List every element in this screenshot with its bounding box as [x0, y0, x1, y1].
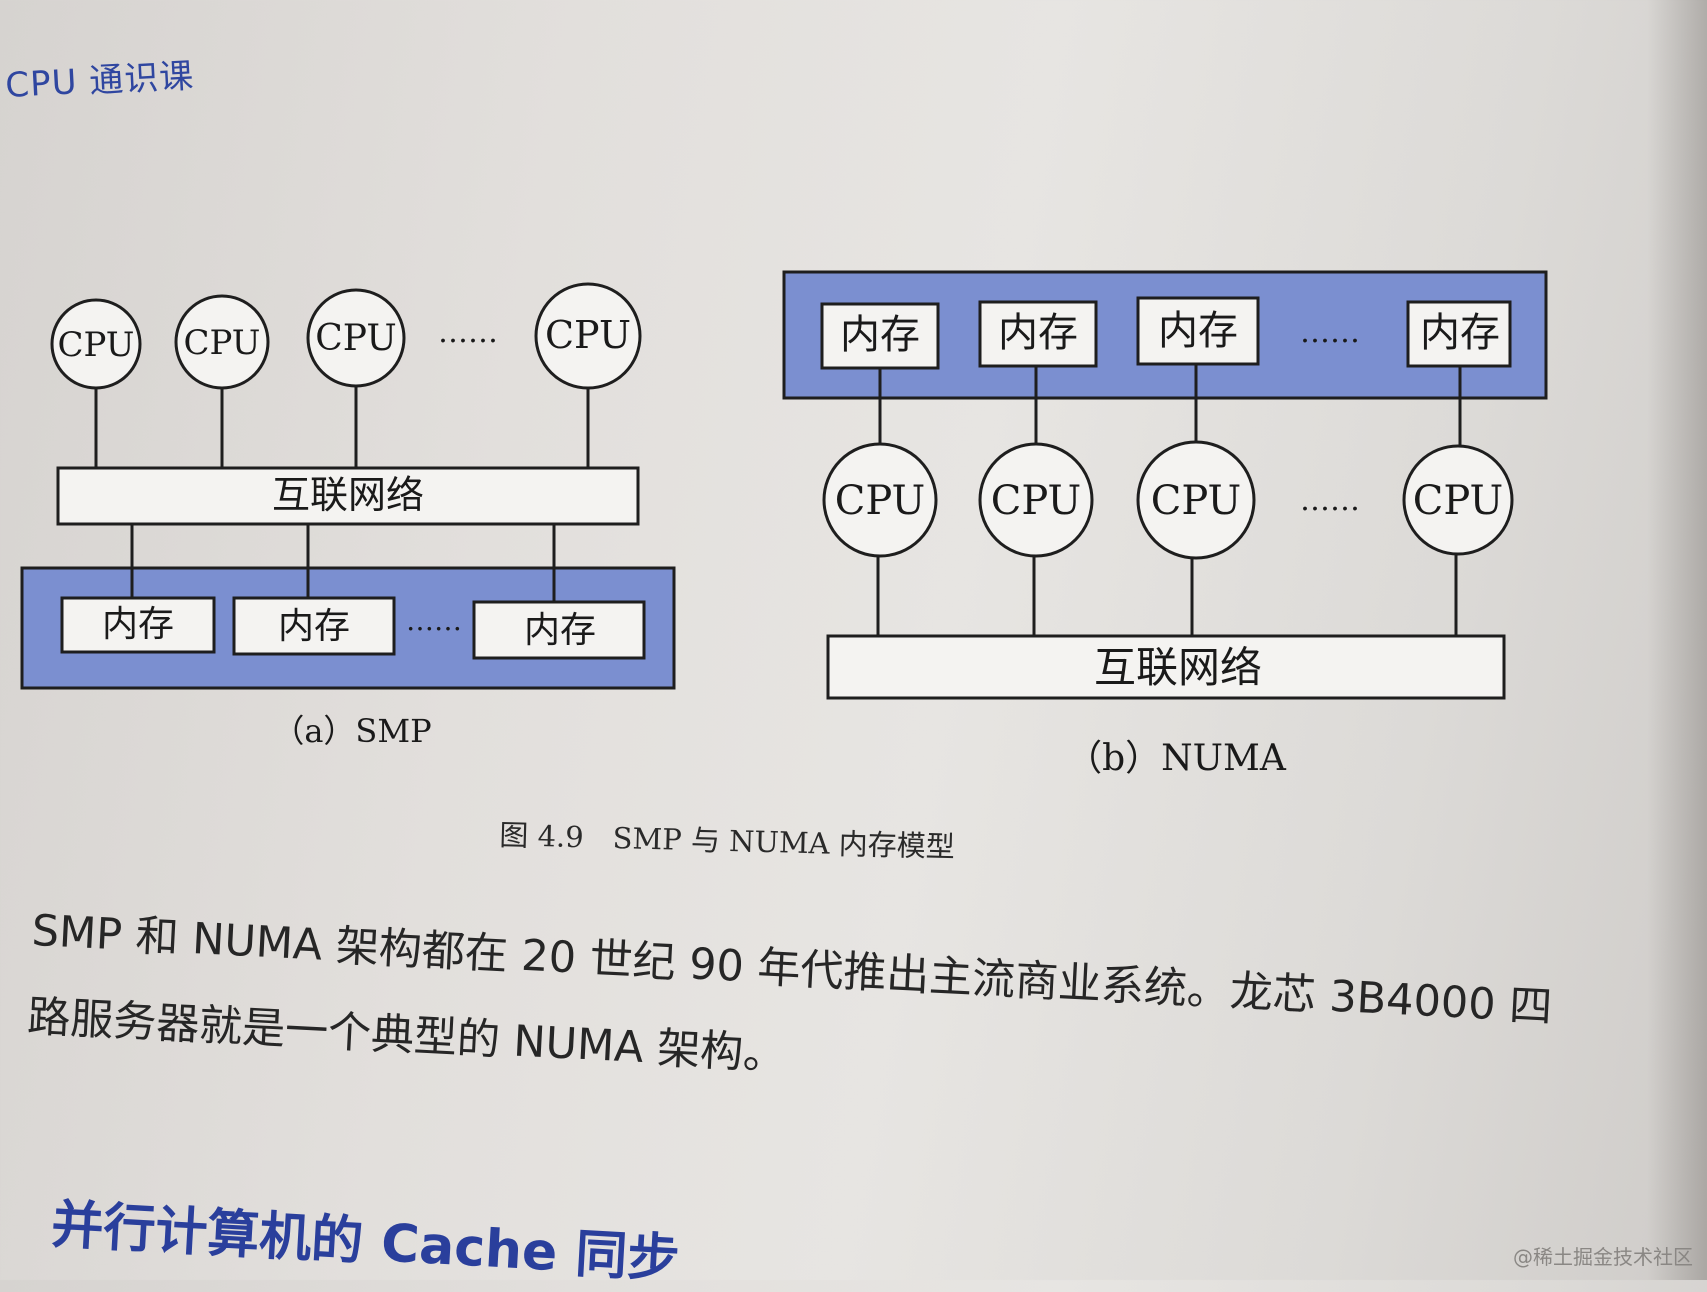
smp-cpu-circle [534, 282, 642, 390]
smp-interconnect [56, 466, 640, 526]
numa-memory-label: 内存 [1420, 310, 1500, 356]
smp-cpu-label: CPU [184, 323, 261, 363]
smp-cpu-label: CPU [545, 313, 631, 357]
numa-diagram [782, 270, 1548, 700]
numa-memory-label: 内存 [998, 310, 1078, 356]
smp-cpu-label: CPU [58, 325, 135, 365]
smp-cpu-circle [50, 298, 142, 390]
watermark: @稀土掘金技术社区 [1513, 1245, 1693, 1269]
smp-memory-ellipsis: …… [406, 604, 462, 637]
numa-memory-box [1406, 300, 1512, 368]
section-heading: 并行计算机的 Cache 同步 [49, 1194, 681, 1290]
numa-cpu-circle [822, 442, 938, 558]
smp-memory-label: 内存 [524, 610, 596, 651]
smp-diagram [20, 282, 676, 690]
numa-cpu-label: CPU [1413, 478, 1504, 524]
smp-memory-label: 内存 [102, 604, 174, 645]
smp-numa-figure: CPU CPU CPU CPU …… 互联网络 内存 内存 内存 …… （a）S… [20, 270, 1548, 779]
numa-interconnect-label: 互联网络 [1094, 643, 1262, 692]
numa-sub-caption: （b）NUMA [1066, 738, 1287, 779]
smp-cpu-circle [174, 294, 270, 390]
smp-memory-label: 内存 [278, 606, 350, 647]
numa-cpu-ellipsis: …… [1300, 483, 1360, 518]
numa-memory-box [820, 302, 940, 370]
smp-cpu-label: CPU [315, 318, 396, 359]
numa-memory-label: 内存 [1158, 308, 1238, 354]
smp-memory-box [60, 596, 216, 654]
numa-memory-box [1136, 296, 1260, 366]
smp-memory-box [232, 596, 396, 656]
smp-memory-box [472, 600, 646, 660]
numa-cpu-label: CPU [991, 478, 1082, 524]
smp-sub-caption: （a）SMP [272, 712, 431, 750]
page-edge-shadow [1647, 0, 1707, 1280]
numa-memory-label: 内存 [840, 312, 920, 358]
numa-memory-box [978, 300, 1098, 368]
numa-interconnect [826, 634, 1506, 700]
numa-cpu-circle [1402, 444, 1514, 556]
numa-cpu-label: CPU [1151, 478, 1242, 524]
smp-cpu-circle [306, 288, 406, 388]
numa-cpu-label: CPU [835, 478, 926, 524]
smp-interconnect-label: 互联网络 [272, 473, 424, 517]
body-paragraph: SMP 和 NUMA 架构都在 20 世纪 90 年代推出主流商业系统。龙芯 3… [26, 905, 1554, 1081]
numa-memory-ellipsis: …… [1300, 315, 1360, 350]
numa-cpu-circle [1136, 440, 1256, 560]
numa-cpu-circle [978, 442, 1094, 558]
smp-cpu-ellipsis: …… [438, 315, 498, 350]
figure-caption: 图 4.9 SMP 与 NUMA 内存模型 [498, 817, 956, 864]
